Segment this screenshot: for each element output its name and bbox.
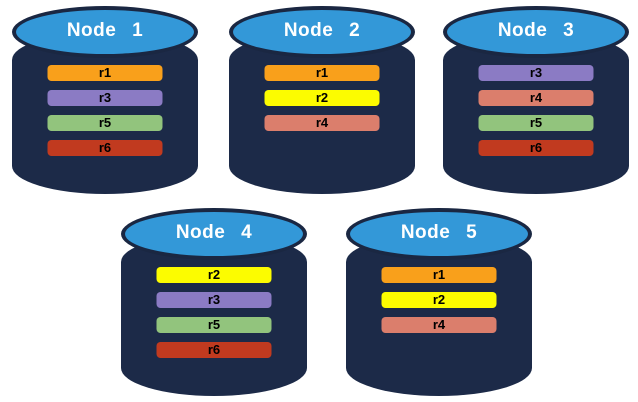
cylinder-top-ellipse: Node 4 [121, 208, 307, 260]
cylinder-body [12, 32, 198, 194]
row-bar-r4: r4 [264, 115, 380, 131]
cylinder-top-ellipse: Node 1 [12, 6, 198, 58]
row-list: r1 r2 r4 [264, 65, 380, 140]
cylinder-body [121, 234, 307, 396]
row-bar-r5: r5 [478, 115, 594, 131]
node-label: Node 5 [400, 222, 478, 243]
node-cylinder-1: Node 1 r1 r3 r5 r6 [12, 6, 198, 194]
row-bar-r4: r4 [381, 317, 497, 333]
row-bar-r4: r4 [478, 90, 594, 106]
node-cylinder-5: Node 5 r1 r2 r4 [346, 208, 532, 396]
row-bar-r1: r1 [264, 65, 380, 81]
row-bar-r2: r2 [156, 267, 272, 283]
cylinder-body [229, 32, 415, 194]
row-bar-r5: r5 [47, 115, 163, 131]
row-bar-r2: r2 [381, 292, 497, 308]
cylinder-body [443, 32, 629, 194]
row-bar-r6: r6 [156, 342, 272, 358]
row-bar-r6: r6 [478, 140, 594, 156]
node-cylinder-3: Node 3 r3 r4 r5 r6 [443, 6, 629, 194]
cylinder-top-ellipse: Node 5 [346, 208, 532, 260]
node-cylinder-2: Node 2 r1 r2 r4 [229, 6, 415, 194]
node-cylinder-4: Node 4 r2 r3 r5 r6 [121, 208, 307, 396]
row-bar-r1: r1 [381, 267, 497, 283]
row-list: r1 r3 r5 r6 [47, 65, 163, 165]
row-list: r3 r4 r5 r6 [478, 65, 594, 165]
cylinder-body [346, 234, 532, 396]
row-bar-r3: r3 [478, 65, 594, 81]
cylinder-top-ellipse: Node 3 [443, 6, 629, 58]
row-bar-r5: r5 [156, 317, 272, 333]
row-list: r2 r3 r5 r6 [156, 267, 272, 367]
node-label: Node 2 [283, 20, 361, 41]
node-label: Node 3 [497, 20, 575, 41]
row-bar-r1: r1 [47, 65, 163, 81]
row-bar-r6: r6 [47, 140, 163, 156]
node-label: Node 1 [66, 20, 144, 41]
row-bar-r3: r3 [47, 90, 163, 106]
row-bar-r2: r2 [264, 90, 380, 106]
cylinder-top-ellipse: Node 2 [229, 6, 415, 58]
row-bar-r3: r3 [156, 292, 272, 308]
row-list: r1 r2 r4 [381, 267, 497, 342]
node-label: Node 4 [175, 222, 253, 243]
